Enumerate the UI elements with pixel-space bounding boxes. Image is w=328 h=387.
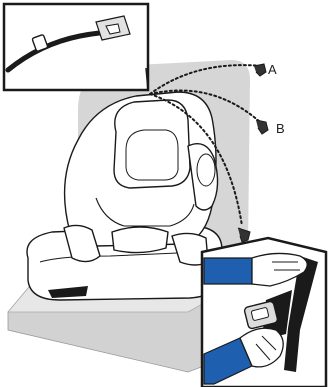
anchor-b-label: B	[276, 121, 285, 136]
anchor-a-hook-icon	[253, 63, 267, 77]
base-strap	[48, 286, 88, 298]
child-car-seat	[26, 91, 223, 301]
anchor-a-label: A	[268, 62, 277, 77]
strap-tightening-inset	[200, 236, 328, 387]
anchor-c-hook-icon	[237, 227, 251, 243]
anchor-b-hook-icon	[255, 119, 269, 135]
tether-routes	[149, 64, 263, 227]
tether-hook-inset	[2, 2, 150, 92]
